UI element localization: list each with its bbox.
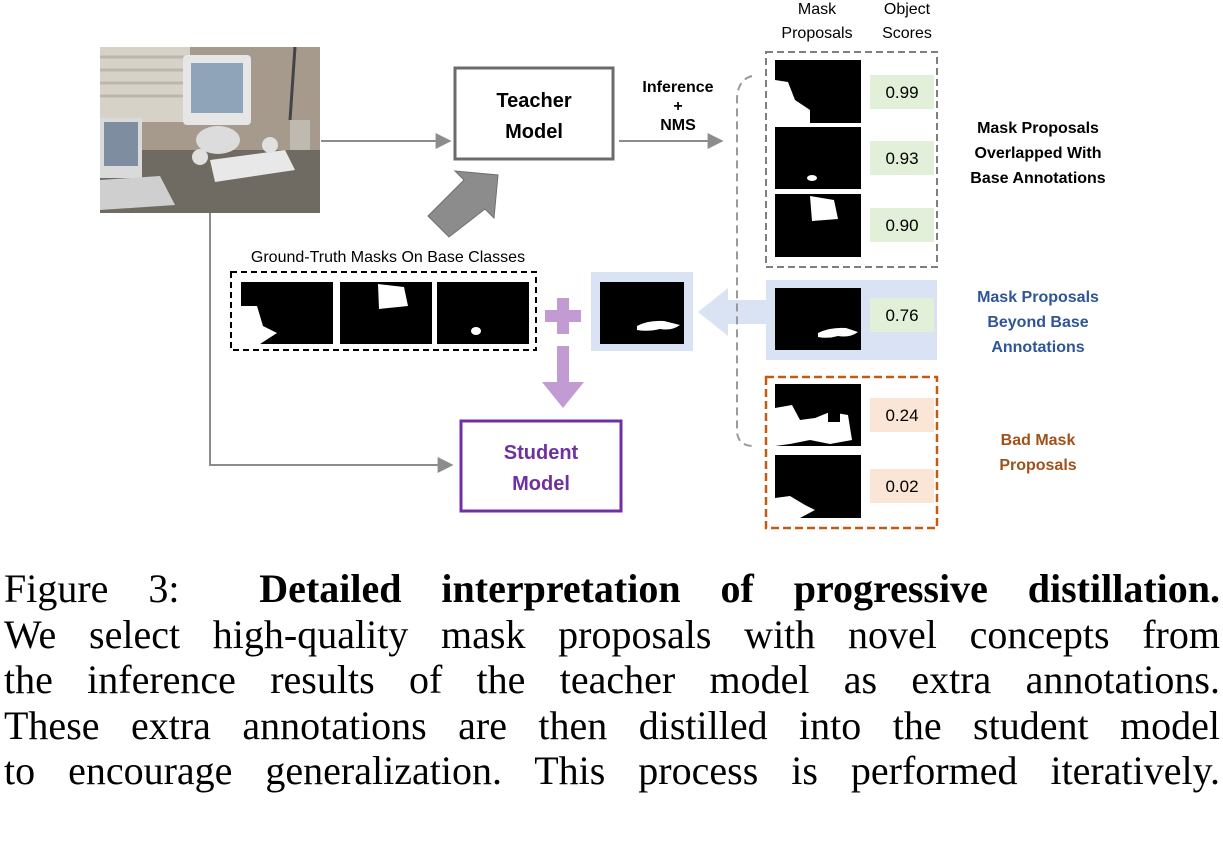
bad-group <box>764 375 939 530</box>
teacher-model-box <box>453 66 615 161</box>
score-col-header-2: Scores <box>882 25 932 42</box>
proposal-mask-6 <box>775 455 861 518</box>
figure-diagram: Teacher Model Inference + NMS Student Mo… <box>100 1 1106 530</box>
beyond-label-3: Annotations <box>991 339 1084 356</box>
score-box-4 <box>870 298 934 332</box>
student-model-box <box>459 419 623 513</box>
score-3: 0.90 <box>885 216 918 235</box>
score-box-3 <box>870 208 934 242</box>
caption-line-3: These extra annotations are then distill… <box>4 702 1220 748</box>
score-2: 0.93 <box>885 149 918 168</box>
score-box-5 <box>870 398 934 432</box>
caption-line-1: We select high-quality mask proposals wi… <box>4 611 1220 657</box>
proposal-mask-4 <box>775 288 861 350</box>
score-6: 0.02 <box>885 477 918 496</box>
proposal-mask-5 <box>775 384 861 446</box>
selected-mask <box>600 282 684 344</box>
photo-to-student-arrow <box>209 213 454 473</box>
proposal-mask-3 <box>775 194 861 257</box>
overlapped-label-2: Overlapped With <box>975 145 1102 162</box>
proposal-mask-1 <box>775 60 861 123</box>
bad-label-2: Proposals <box>999 457 1076 474</box>
gt-mask-1 <box>241 282 333 344</box>
overlapped-label-3: Base Annotations <box>970 170 1106 187</box>
proposal-mask-2 <box>775 127 861 189</box>
student-label-2: Model <box>512 473 570 495</box>
caption-line-2: the inference results of the teacher mod… <box>4 657 1220 702</box>
overlapped-label-1: Mask Proposals <box>977 120 1099 137</box>
plus-to-student-arrow <box>542 346 584 408</box>
gt-masks-group <box>230 271 537 351</box>
score-box-1 <box>870 75 934 109</box>
feedback-block-arrow <box>427 170 499 238</box>
score-box-2 <box>870 141 934 175</box>
mask-col-header-1: Mask <box>798 1 837 18</box>
caption-line-4: to encourage generalization. This proces… <box>4 748 1220 793</box>
input-photo <box>100 46 320 213</box>
student-label-1: Student <box>504 442 579 464</box>
score-4: 0.76 <box>885 306 918 325</box>
figure-caption: Figure 3: Detailed interpretation of pro… <box>4 566 1220 794</box>
caption-figure-number: Figure 3: <box>4 566 180 611</box>
gt-mask-3 <box>437 282 529 344</box>
teacher-label-1: Teacher <box>496 90 571 112</box>
mask-col-header-2: Proposals <box>781 25 852 42</box>
bad-label-1: Bad Mask <box>1001 432 1076 449</box>
plus-label: + <box>673 98 682 115</box>
teacher-label-2: Model <box>505 121 563 143</box>
gt-masks-label: Ground-Truth Masks On Base Classes <box>251 249 525 266</box>
caption-title: Detailed interpretation of progressive d… <box>259 566 1221 611</box>
beyond-label-2: Beyond Base <box>987 314 1088 331</box>
score-5: 0.24 <box>885 406 918 425</box>
gt-mask-2 <box>340 282 432 344</box>
combine-plus-icon <box>545 298 581 334</box>
selection-block-arrow <box>698 288 766 336</box>
score-col-header-1: Object <box>884 1 931 18</box>
proposals-bracket <box>736 75 753 447</box>
caption-line-0: Figure 3: Detailed interpretation of pro… <box>4 566 1220 612</box>
score-1: 0.99 <box>885 83 918 102</box>
score-box-6 <box>870 469 934 503</box>
beyond-label-1: Mask Proposals <box>977 289 1099 306</box>
inference-label: Inference <box>642 79 713 96</box>
nms-label: NMS <box>660 117 696 134</box>
overlapped-group <box>765 51 938 268</box>
